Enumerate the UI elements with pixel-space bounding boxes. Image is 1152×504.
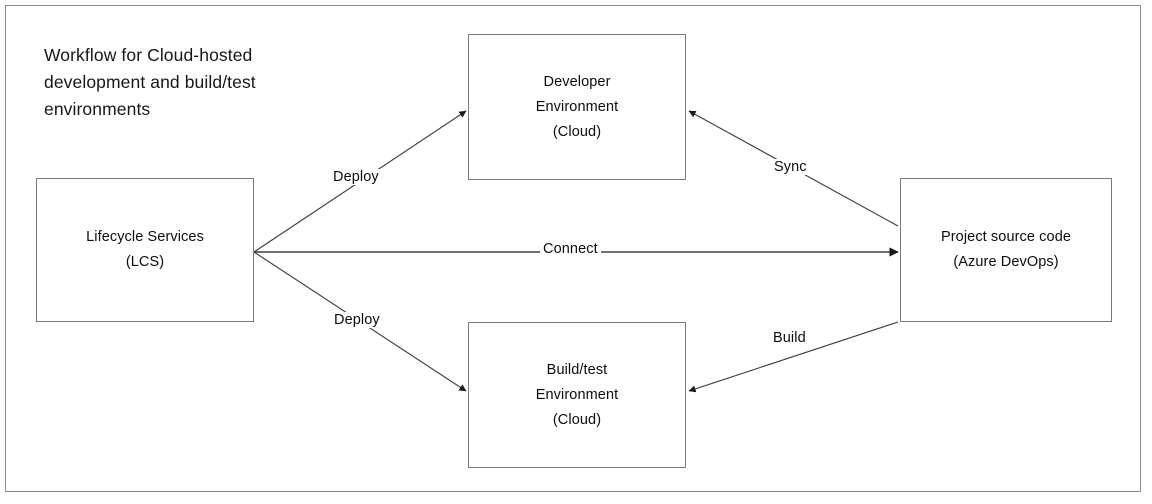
node-label-developer-environment: Developer Environment (Cloud): [535, 73, 619, 140]
edge-label-sync-developer: Sync: [771, 159, 810, 175]
edge-label-connect-source: Connect: [540, 241, 601, 257]
node-project-source-code[interactable]: Project source code (Azure DevOps): [900, 178, 1112, 322]
diagram-title: Workflow for Cloud-hosted development an…: [44, 45, 256, 119]
edge-label-deploy-developer: Deploy: [330, 169, 382, 185]
node-label-build-test-environment: Build/test Environment (Cloud): [535, 361, 619, 428]
node-developer-environment[interactable]: Developer Environment (Cloud): [468, 34, 686, 180]
node-label-lifecycle-services: Lifecycle Services (LCS): [86, 229, 204, 270]
edge-label-build-buildtest: Build: [770, 330, 809, 346]
node-build-test-environment[interactable]: Build/test Environment (Cloud): [468, 322, 686, 468]
edge-label-deploy-buildtest: Deploy: [331, 312, 383, 328]
node-label-project-source-code: Project source code (Azure DevOps): [940, 229, 1072, 270]
node-lifecycle-services[interactable]: Lifecycle Services (LCS): [36, 178, 254, 322]
connector-build-buildtest: [688, 321, 899, 393]
